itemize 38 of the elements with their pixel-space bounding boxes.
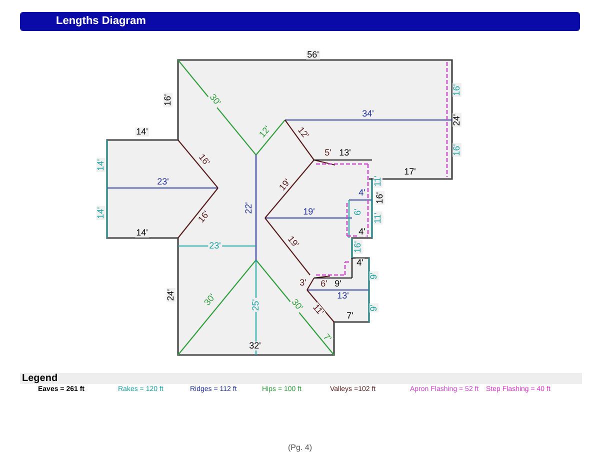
legend-heading: Legend bbox=[22, 373, 58, 384]
page-number: (Pg. 4) bbox=[288, 443, 312, 452]
dimension-label: 14' bbox=[96, 158, 106, 172]
dimension-label: 16' bbox=[164, 93, 172, 107]
dimension-label: 11' bbox=[374, 211, 382, 225]
dimension-label: 4' bbox=[358, 228, 366, 236]
dimension-label: 14' bbox=[96, 206, 106, 220]
dimension-label: 34' bbox=[361, 110, 375, 118]
dimension-label: 13' bbox=[336, 292, 350, 300]
dimension-label: 4' bbox=[358, 188, 366, 198]
dimension-label: 9' bbox=[370, 304, 378, 312]
header-bar: Lengths Diagram bbox=[20, 12, 580, 31]
dimension-label: 6' bbox=[320, 280, 328, 288]
dimension-label: 24' bbox=[452, 113, 462, 127]
dimension-label: 23' bbox=[156, 178, 170, 186]
dimension-label: 22' bbox=[244, 201, 254, 215]
dimension-label: 16' bbox=[354, 240, 362, 254]
dimension-label: 19' bbox=[302, 208, 316, 216]
dimension-label: 13' bbox=[338, 148, 352, 158]
dimension-label: 4' bbox=[356, 258, 364, 268]
dimension-label: 25' bbox=[252, 298, 260, 312]
dimension-label: 6' bbox=[354, 208, 362, 216]
dimension-label: 16' bbox=[452, 143, 462, 157]
dimension-label: 5' bbox=[324, 148, 332, 158]
dimension-label: 11' bbox=[374, 174, 382, 188]
dimension-label: 16' bbox=[376, 191, 384, 205]
dimension-label: 16' bbox=[452, 83, 462, 97]
dimension-label: 14' bbox=[135, 128, 149, 136]
dimension-label: 23' bbox=[208, 242, 222, 250]
dimension-label: 17' bbox=[403, 168, 417, 176]
dimension-label: 9' bbox=[334, 280, 342, 288]
dimension-label: 14' bbox=[135, 228, 149, 238]
dimension-label: 7' bbox=[346, 312, 354, 320]
dimension-label: 9' bbox=[370, 272, 378, 280]
dimension-label: 3' bbox=[298, 278, 308, 288]
dimension-label: 32' bbox=[248, 342, 262, 350]
dimension-label: 24' bbox=[166, 288, 176, 302]
dimension-label: 56' bbox=[306, 50, 320, 60]
